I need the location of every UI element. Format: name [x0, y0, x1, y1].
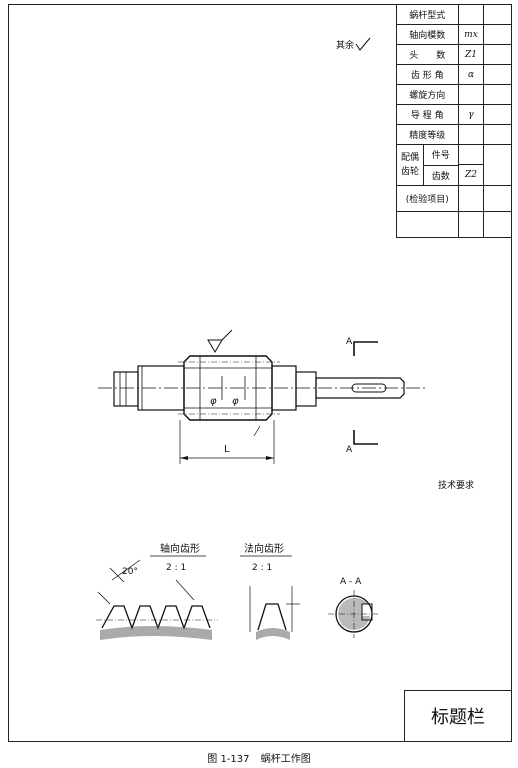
spec-label: 导 程 角: [396, 104, 459, 125]
spec-row: (检验项目): [396, 185, 512, 212]
spec-value: [483, 185, 512, 212]
svg-text:A: A: [346, 445, 353, 455]
right-shaft-end: [271, 365, 405, 411]
roughness-symbol-icon: [355, 37, 371, 51]
section-marker-top: A: [346, 337, 378, 356]
spec-label: 螺旋方向: [396, 84, 459, 105]
spec-value: [483, 104, 512, 125]
spec-symbol: mx: [457, 24, 485, 45]
spec-value: [483, 24, 512, 45]
mating-gear-label: 配偶齿轮: [397, 145, 424, 185]
normal-profile-title: 法向齿形: [244, 542, 284, 555]
section-A-A: A - A: [328, 577, 380, 638]
profile-angle-label: 20°: [122, 567, 138, 577]
title-block: 标题栏: [404, 690, 512, 742]
worm-thread-section: φ φ: [178, 355, 280, 421]
mating-part-no-symbol: [458, 145, 484, 165]
spec-label: 头 数: [396, 44, 459, 65]
spec-label: 轴向模数: [396, 24, 459, 45]
dimension-L-label: L: [224, 444, 230, 455]
spec-row: [396, 211, 512, 238]
spec-symbol: [457, 185, 485, 212]
spec-label: 齿 形 角: [396, 64, 459, 85]
spec-symbol: [457, 4, 485, 25]
spec-label: 蜗杆型式: [396, 4, 459, 25]
datum-triangle-icon: [207, 339, 223, 353]
dimension-L: L: [179, 420, 275, 464]
spec-row: 轴向模数 mx: [396, 24, 512, 45]
spec-value: [483, 84, 512, 105]
worm-parameter-table: 蜗杆型式 轴向模数 mx 头 数 Z1 齿 形 角 α 螺旋方向 导 程 角 γ…: [396, 4, 512, 238]
spec-row: 导 程 角 γ: [396, 104, 512, 125]
spec-value: [483, 211, 512, 238]
section-title: A - A: [340, 577, 362, 587]
axial-profile-detail: 轴向齿形 2 : 1 20°: [96, 542, 218, 640]
mating-symbols: Z2: [457, 144, 485, 186]
section-marker-bottom: A: [346, 430, 378, 455]
inspection-label: (检验项目): [396, 185, 459, 212]
mating-teeth-label: 齿数: [431, 171, 450, 182]
diameter-symbol-2: φ: [232, 396, 239, 407]
figure-number: 图 1-137: [207, 754, 250, 765]
normal-profile-scale: 2 : 1: [252, 563, 272, 573]
spec-symbol: α: [457, 64, 485, 85]
spec-value: [483, 4, 512, 25]
spec-value: [483, 144, 512, 186]
spec-symbol: Z1: [457, 44, 485, 65]
mating-gear-cell: 配偶齿轮 件号 齿数: [396, 144, 459, 186]
spec-row: 精度等级: [396, 124, 512, 145]
diameter-symbol-1: φ: [210, 396, 217, 407]
spec-symbol: [457, 84, 485, 105]
spec-value: [483, 64, 512, 85]
spec-row: 蜗杆型式: [396, 4, 512, 25]
figure-caption: 图 1-137 蜗杆工作图: [0, 750, 518, 765]
axial-profile-title: 轴向齿形: [160, 542, 200, 555]
datum-leader: [221, 329, 233, 341]
spec-symbol: γ: [457, 104, 485, 125]
figure-caption-text: 蜗杆工作图: [260, 754, 311, 765]
technical-requirements-label: 技术要求: [438, 479, 474, 491]
normal-profile-detail: 法向齿形 2 : 1: [240, 542, 300, 640]
spec-value: [483, 44, 512, 65]
spec-row-mating: 配偶齿轮 件号 齿数 Z2: [396, 144, 512, 186]
mating-part-no-label: 件号: [424, 145, 458, 166]
spec-row: 头 数 Z1: [396, 44, 512, 65]
surface-note: 其余: [336, 39, 354, 51]
axial-profile-scale: 2 : 1: [166, 563, 186, 573]
spec-value: [483, 124, 512, 145]
mating-teeth-symbol: Z2: [464, 170, 477, 180]
spec-symbol: [457, 124, 485, 145]
spec-symbol: [457, 211, 485, 238]
drawing-sheet-border: [8, 4, 512, 742]
svg-text:A: A: [346, 337, 353, 347]
spec-row: 螺旋方向: [396, 84, 512, 105]
spec-label: [396, 211, 459, 238]
spec-row: 齿 形 角 α: [396, 64, 512, 85]
spec-label: 精度等级: [396, 124, 459, 145]
